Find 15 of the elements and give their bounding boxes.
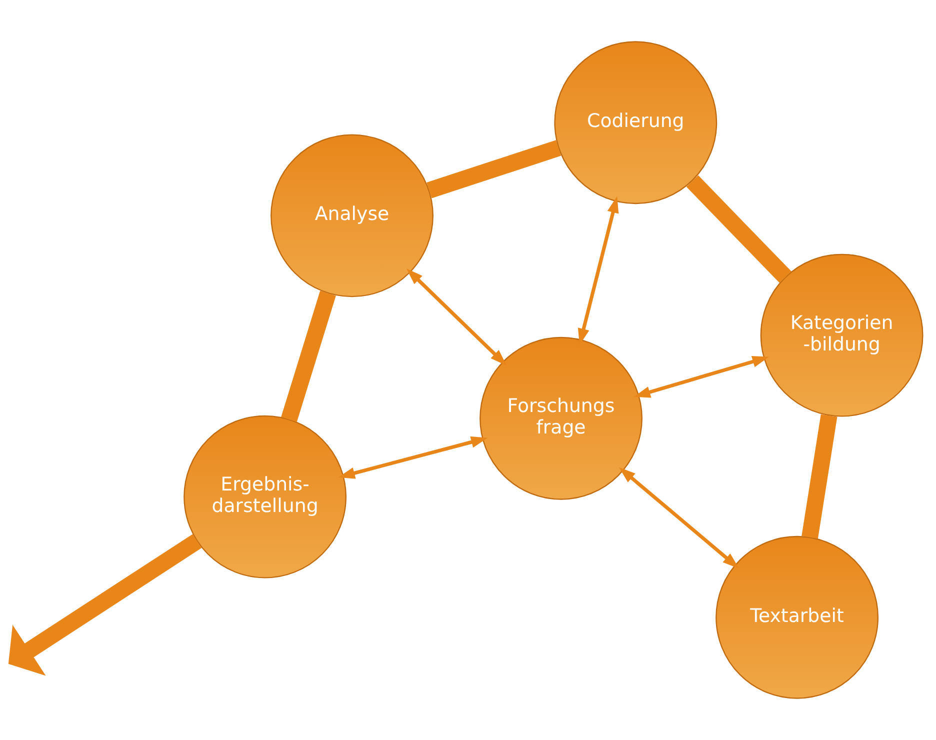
node-circle: Forschungs frage bbox=[480, 336, 642, 500]
connector bbox=[281, 290, 336, 422]
arrow bbox=[618, 467, 740, 569]
node-circle: Ergebnis- darstellung bbox=[184, 415, 347, 578]
arrow bbox=[406, 268, 507, 366]
arrow bbox=[338, 436, 488, 479]
arrow bbox=[634, 356, 769, 398]
node-circle: Analyse bbox=[270, 134, 434, 298]
connector bbox=[802, 414, 838, 539]
node-circle: Kategorien -bildung bbox=[760, 254, 924, 417]
node-circle: Textarbeit bbox=[716, 536, 879, 699]
node-circle: Codierung bbox=[554, 41, 718, 204]
arrow bbox=[8, 534, 202, 676]
connector bbox=[426, 140, 562, 198]
connector bbox=[686, 175, 792, 283]
